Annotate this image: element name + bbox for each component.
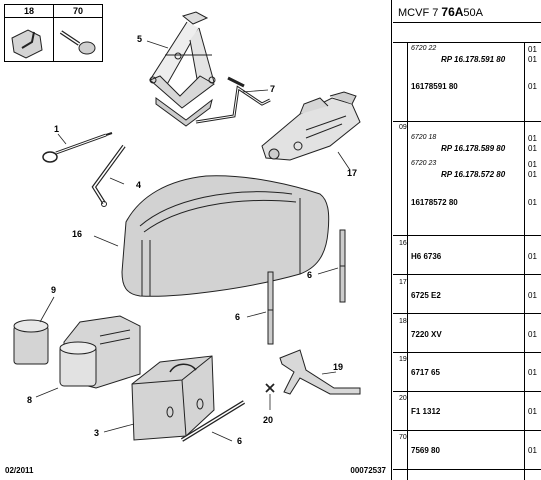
callout-7: 7 [270, 84, 276, 94]
quantity: 01 [528, 144, 537, 153]
callout-17: 17 [347, 168, 358, 178]
quantity: 01 [528, 198, 537, 207]
part-9-canister [13, 319, 49, 365]
header-suffix: 50A [463, 7, 483, 19]
part-number: F1 1312 [411, 407, 441, 416]
header-code: 76A [441, 5, 464, 19]
part-reference: 6720 23 [411, 160, 437, 167]
quantity: 01 [528, 368, 537, 377]
part-17-hydraulic-jack [261, 91, 361, 161]
callout-3: 3 [94, 428, 100, 438]
divider [393, 469, 541, 470]
divider [393, 235, 541, 236]
divider [393, 313, 541, 314]
quantity: 01 [528, 160, 537, 169]
part-7-jack-handle [195, 76, 271, 124]
row-index: 09 [399, 124, 407, 131]
row-index: 16 [399, 240, 407, 247]
quantity: 01 [528, 134, 537, 143]
part-19-bracket [279, 349, 361, 395]
part-4-crank-rod [91, 144, 126, 207]
quantity: 01 [528, 82, 537, 91]
callout-8: 8 [27, 395, 33, 405]
column-divider [524, 42, 525, 480]
quantity: 01 [528, 446, 537, 455]
quantity: 01 [528, 55, 537, 64]
callout-6: 6 [235, 312, 241, 322]
leader-lines [35, 40, 351, 442]
part-1-wheel-brace [42, 132, 113, 163]
divider [393, 352, 541, 353]
row-index: 17 [399, 279, 407, 286]
inset-part-70-icon [59, 30, 96, 55]
callout-6: 6 [307, 270, 313, 280]
part-number: 6717 65 [411, 368, 440, 377]
part-6-straps [180, 229, 346, 442]
parts-diagram: 18 70 5 1 4 7 17 16 6 6 9 8 3 6 19 20 02… [4, 0, 392, 480]
divider [393, 391, 541, 392]
part-reference: 6720 18 [411, 134, 437, 141]
footer-reference: 00072537 [350, 466, 386, 475]
quantity: 01 [528, 170, 537, 179]
footer-date: 02/2011 [5, 466, 34, 475]
callout-1: 1 [54, 124, 60, 134]
column-divider [407, 42, 408, 480]
callout-9: 9 [51, 285, 57, 295]
parts-list: MCVF 7 76A50A 6720 22 01 RP 16.178.591 8… [393, 0, 541, 480]
inset-part-18-icon [11, 29, 43, 59]
part-reference: RP 16.178.572 80 [441, 170, 506, 179]
inset-number: 70 [54, 6, 102, 18]
part-3-case [131, 355, 215, 441]
part-8-compressor [59, 315, 141, 389]
callout-16: 16 [72, 229, 83, 239]
divider [393, 121, 541, 122]
inset-cell-70: 70 [53, 4, 103, 62]
divider [393, 42, 541, 43]
callout-4: 4 [136, 180, 142, 190]
divider [393, 22, 541, 23]
part-number: 16178591 80 [411, 82, 458, 91]
divider [393, 430, 541, 431]
row-index: 19 [399, 356, 407, 363]
part-number: 6725 E2 [411, 291, 441, 300]
divider [393, 274, 541, 275]
part-number: 7569 80 [411, 446, 440, 455]
quantity: 01 [528, 291, 537, 300]
part-number: 16178572 80 [411, 198, 458, 207]
list-header: MCVF 7 76A50A [393, 0, 541, 22]
header-prefix: MCVF 7 [398, 7, 439, 19]
part-number: 7220 XV [411, 330, 442, 339]
diagram-drawing [13, 11, 361, 442]
row-index: 18 [399, 318, 407, 325]
callout-6: 6 [237, 436, 243, 446]
quantity: 01 [528, 45, 537, 54]
row-index: 70 [399, 434, 407, 441]
part-reference: RP 16.178.589 80 [441, 144, 506, 153]
inset-parts: 18 70 [4, 4, 103, 62]
part-20-clip [265, 383, 275, 393]
part-reference: 6720 22 [411, 45, 437, 52]
part-5-scissor-jack [149, 11, 216, 127]
quantity: 01 [528, 252, 537, 261]
callout-19: 19 [333, 362, 344, 372]
inset-number: 18 [5, 6, 53, 18]
inset-cell-18: 18 [4, 4, 54, 62]
part-reference: RP 16.178.591 80 [441, 55, 506, 64]
callout-20: 20 [263, 415, 274, 425]
callout-5: 5 [137, 34, 143, 44]
part-16-storage-cover [121, 175, 330, 297]
quantity: 01 [528, 407, 537, 416]
part-number: H6 6736 [411, 252, 442, 261]
quantity: 01 [528, 330, 537, 339]
row-index: 20 [399, 395, 407, 402]
